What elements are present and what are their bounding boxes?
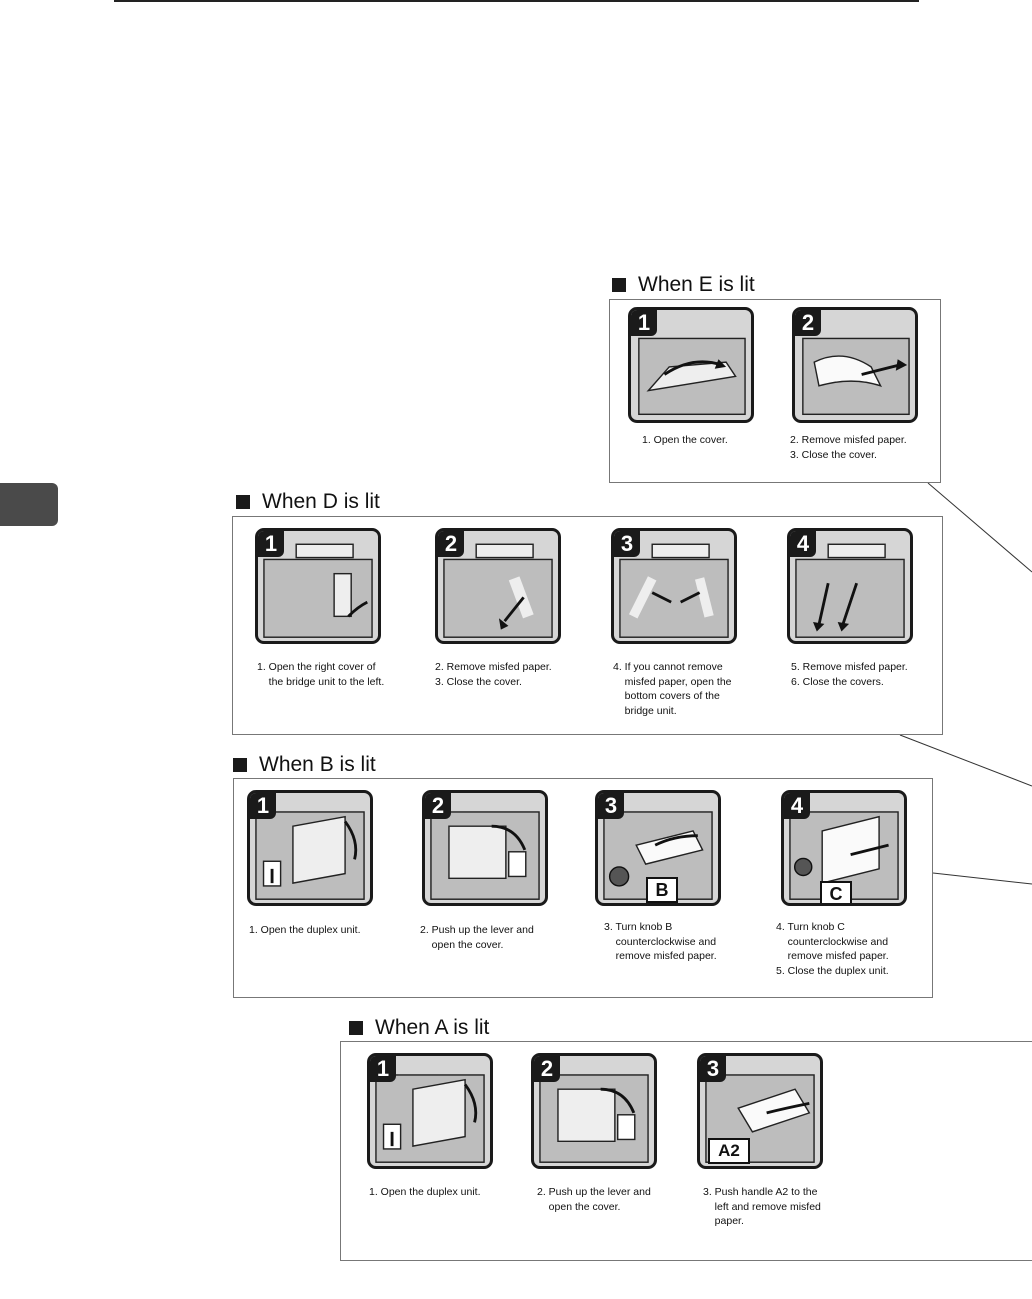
bullet-square-icon	[233, 758, 247, 772]
step-caption: 1. Open the duplex unit.	[369, 1186, 481, 1198]
bullet-square-icon	[236, 495, 250, 509]
step-caption: 1. Open the right cover of the bridge un…	[257, 661, 385, 688]
step-caption: 1. Open the cover.	[642, 434, 728, 446]
section-title-a: When A is lit	[349, 1016, 489, 1040]
section-title-text: When E is lit	[638, 273, 755, 296]
step-illustration: 3 B	[595, 790, 721, 906]
chapter-tab	[0, 483, 58, 526]
step-caption: 3. Turn knob B counterclockwise and remo…	[604, 921, 717, 962]
remove-paper-illustration-icon	[802, 337, 910, 416]
step-caption: 2. Push up the lever and open the cover.	[537, 1186, 651, 1213]
open-cover-illustration-icon	[638, 337, 746, 416]
bullet-square-icon	[612, 278, 626, 292]
step-number: 2	[795, 310, 821, 336]
step-illustration: 1	[628, 307, 754, 423]
step-illustration: 2	[435, 528, 561, 644]
step-caption: 2. Remove misfed paper. 3. Close the cov…	[435, 661, 552, 688]
section-title-text: When A is lit	[375, 1016, 490, 1039]
bullet-square-icon	[349, 1021, 363, 1035]
step-number: 2	[438, 531, 464, 557]
remove-paper-illustration-icon	[795, 543, 905, 638]
step-caption: 4. If you cannot remove misfed paper, op…	[613, 661, 732, 717]
open-right-cover-illustration-icon	[263, 543, 373, 638]
step-caption: 5. Remove misfed paper. 6. Close the cov…	[791, 661, 908, 688]
step-caption: 1. Open the duplex unit.	[249, 924, 361, 936]
push-lever-illustration-icon	[539, 1074, 649, 1163]
step-caption: 3. Push handle A2 to the left and remove…	[703, 1186, 821, 1227]
open-duplex-unit-illustration-icon	[255, 811, 365, 900]
handle-a2-label: A2	[708, 1138, 750, 1164]
step-illustration: 3	[611, 528, 737, 644]
step-number: 2	[425, 793, 451, 819]
step-illustration: 3 A2	[697, 1053, 823, 1169]
step-number: 4	[784, 793, 810, 819]
section-panel-e: 1 1. Open the cover. 2 2. Remove misfed …	[609, 299, 941, 483]
step-caption: 2. Remove misfed paper. 3. Close the cov…	[790, 434, 907, 461]
step-illustration: 4	[787, 528, 913, 644]
step-caption: 2. Push up the lever and open the cover.	[420, 924, 534, 951]
section-title-text: When D is lit	[262, 490, 380, 513]
step-number: 3	[598, 793, 624, 819]
top-rule	[114, 0, 919, 2]
step-illustration: 1	[247, 790, 373, 906]
step-number: 1	[258, 531, 284, 557]
section-title-d: When D is lit	[236, 490, 380, 514]
step-number: 1	[370, 1056, 396, 1082]
step-illustration: 2	[792, 307, 918, 423]
step-number: 2	[534, 1056, 560, 1082]
step-illustration: 2	[531, 1053, 657, 1169]
step-number: 1	[631, 310, 657, 336]
step-illustration: 2	[422, 790, 548, 906]
open-bottom-covers-illustration-icon	[619, 543, 729, 638]
step-number: 1	[250, 793, 276, 819]
step-number: 3	[614, 531, 640, 557]
section-panel-b: 1 1. Open the duplex unit. 2 2. Push up …	[233, 778, 933, 998]
section-title-b: When B is lit	[233, 753, 376, 777]
remove-paper-illustration-icon	[443, 543, 553, 638]
step-caption: 4. Turn knob C counterclockwise and remo…	[776, 921, 889, 977]
section-title-text: When B is lit	[259, 753, 376, 776]
knob-c-label: C	[820, 881, 852, 903]
open-duplex-unit-illustration-icon	[375, 1074, 485, 1163]
section-panel-a: 1 1. Open the duplex unit. 2 2. Push up …	[340, 1041, 1032, 1261]
step-illustration: 1	[367, 1053, 493, 1169]
section-title-e: When E is lit	[612, 273, 755, 297]
step-number: 4	[790, 531, 816, 557]
section-panel-d: 1 1. Open the right cover of the bridge …	[232, 516, 943, 735]
knob-b-label: B	[646, 877, 678, 903]
push-lever-illustration-icon	[430, 811, 540, 900]
step-illustration: 4 C	[781, 790, 907, 906]
step-number: 3	[700, 1056, 726, 1082]
step-illustration: 1	[255, 528, 381, 644]
